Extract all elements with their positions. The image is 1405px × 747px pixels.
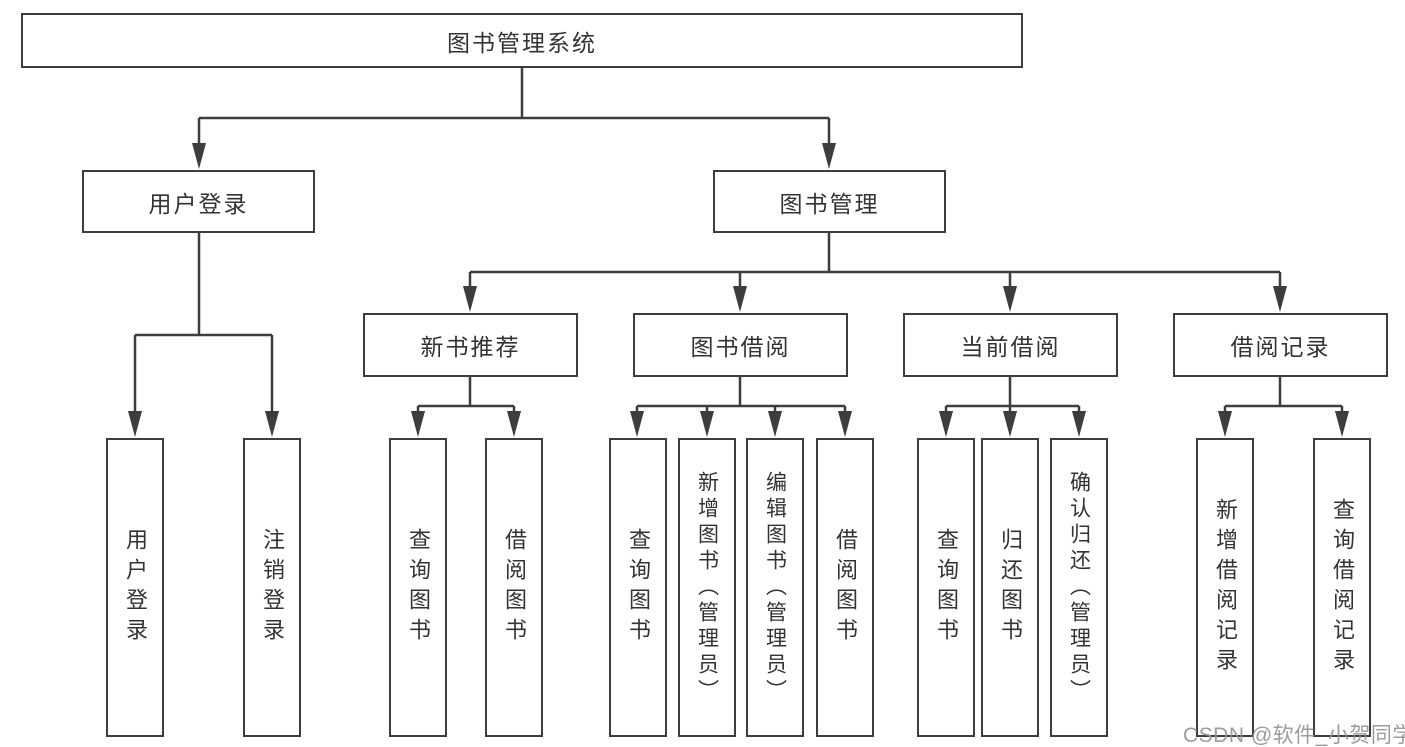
leaf-confirm-return-admin-label: 确认归还（管理员） [1067, 470, 1091, 705]
node-new-book-recommend: 新书推荐 [363, 313, 578, 377]
node-book-management: 图书管理 [713, 170, 946, 233]
node-current-borrow-label: 当前借阅 [960, 334, 1061, 360]
leaf-query-books-current: 查询图书 [917, 438, 975, 737]
connector-lines [133, 68, 1344, 414]
leaf-add-borrow-record-label: 新增借阅记录 [1213, 497, 1238, 678]
node-user-login: 用户登录 [82, 170, 315, 233]
leaf-query-books-recommend-label: 查询图书 [406, 527, 431, 648]
leaf-add-books-admin-label: 新增图书（管理员） [695, 470, 719, 705]
leaf-borrow-books-recommend-label: 借阅图书 [502, 527, 527, 648]
leaf-borrow-books-label: 借阅图书 [833, 527, 858, 648]
leaf-user-login-label: 用户登录 [123, 527, 148, 648]
leaf-add-books-admin: 新增图书（管理员） [678, 438, 736, 737]
node-book-borrow: 图书借阅 [633, 313, 848, 377]
node-current-borrow: 当前借阅 [903, 313, 1118, 377]
leaf-query-books-borrow-label: 查询图书 [626, 527, 651, 648]
leaf-logout: 注销登录 [243, 438, 301, 737]
leaf-add-borrow-record: 新增借阅记录 [1196, 438, 1254, 737]
leaf-confirm-return-admin: 确认归还（管理员） [1050, 438, 1108, 737]
node-user-login-label: 用户登录 [148, 190, 249, 217]
node-book-borrow-label: 图书借阅 [690, 334, 791, 360]
node-borrow-records-label: 借阅记录 [1230, 334, 1331, 360]
leaf-edit-books-admin: 编辑图书（管理员） [746, 438, 804, 737]
node-book-management-label: 图书管理 [779, 190, 880, 217]
leaf-edit-books-admin-label: 编辑图书（管理员） [763, 470, 787, 705]
leaf-user-login: 用户登录 [106, 438, 164, 737]
leaf-query-borrow-record: 查询借阅记录 [1313, 438, 1371, 737]
leaf-query-borrow-record-label: 查询借阅记录 [1330, 497, 1355, 678]
csdn-watermark: CSDN @软件_小贺同学 [1183, 724, 1405, 747]
leaf-query-books-recommend: 查询图书 [389, 438, 447, 737]
leaf-query-books-current-label: 查询图书 [934, 527, 959, 648]
leaf-borrow-books: 借阅图书 [816, 438, 874, 737]
node-borrow-records: 借阅记录 [1173, 313, 1388, 377]
leaf-query-books-borrow: 查询图书 [609, 438, 667, 737]
node-root-label: 图书管理系统 [447, 29, 597, 56]
leaf-borrow-books-recommend: 借阅图书 [485, 438, 543, 737]
leaf-return-books-label: 归还图书 [998, 527, 1023, 648]
leaf-return-books: 归还图书 [981, 438, 1039, 737]
node-root-library-system: 图书管理系统 [21, 13, 1023, 68]
leaf-logout-label: 注销登录 [260, 527, 285, 648]
node-new-book-recommend-label: 新书推荐 [420, 334, 521, 360]
